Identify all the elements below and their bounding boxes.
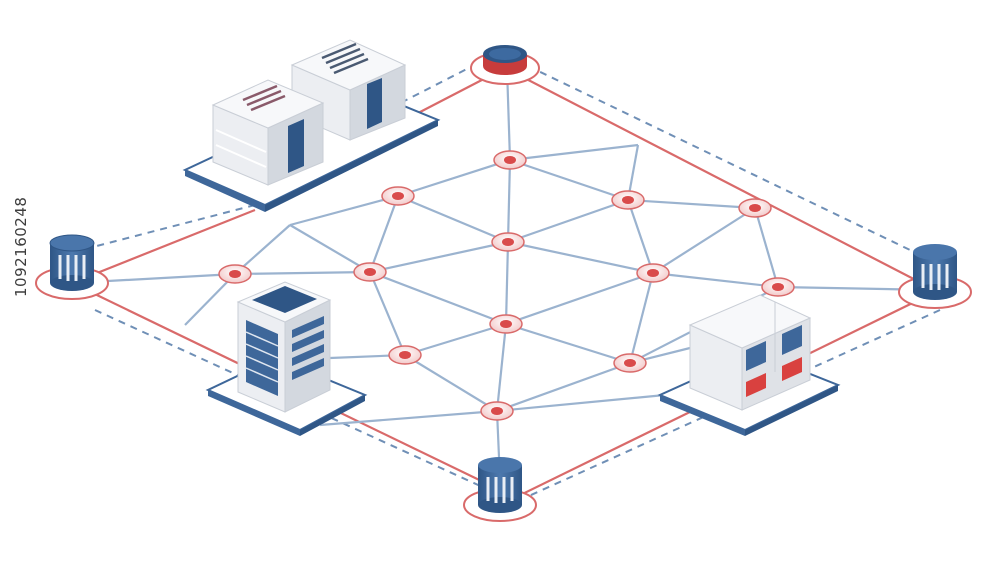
network-node-icon [219,265,251,283]
network-node-icon [637,264,669,282]
router-puck-icon [471,45,539,84]
stock-image-id: 1092160248 [6,273,36,291]
network-node-icon [382,187,414,205]
database-bottom [464,457,536,521]
network-node-icon [481,402,513,420]
network-node-icon [389,346,421,364]
database-left [36,235,108,299]
stock-image-id-text: 1092160248 [12,267,30,297]
network-node-icon [490,315,522,333]
server-rack-pair-icon [185,40,438,212]
network-node-icon [614,354,646,372]
network-node-icon [739,199,771,217]
red-edge-ne [505,68,935,290]
network-node-icon [612,191,644,209]
network-node-icon [354,263,386,281]
network-node-icon [762,278,794,296]
network-node-icon [492,233,524,251]
data-center-icon [660,295,838,436]
network-node-icon [494,151,526,169]
